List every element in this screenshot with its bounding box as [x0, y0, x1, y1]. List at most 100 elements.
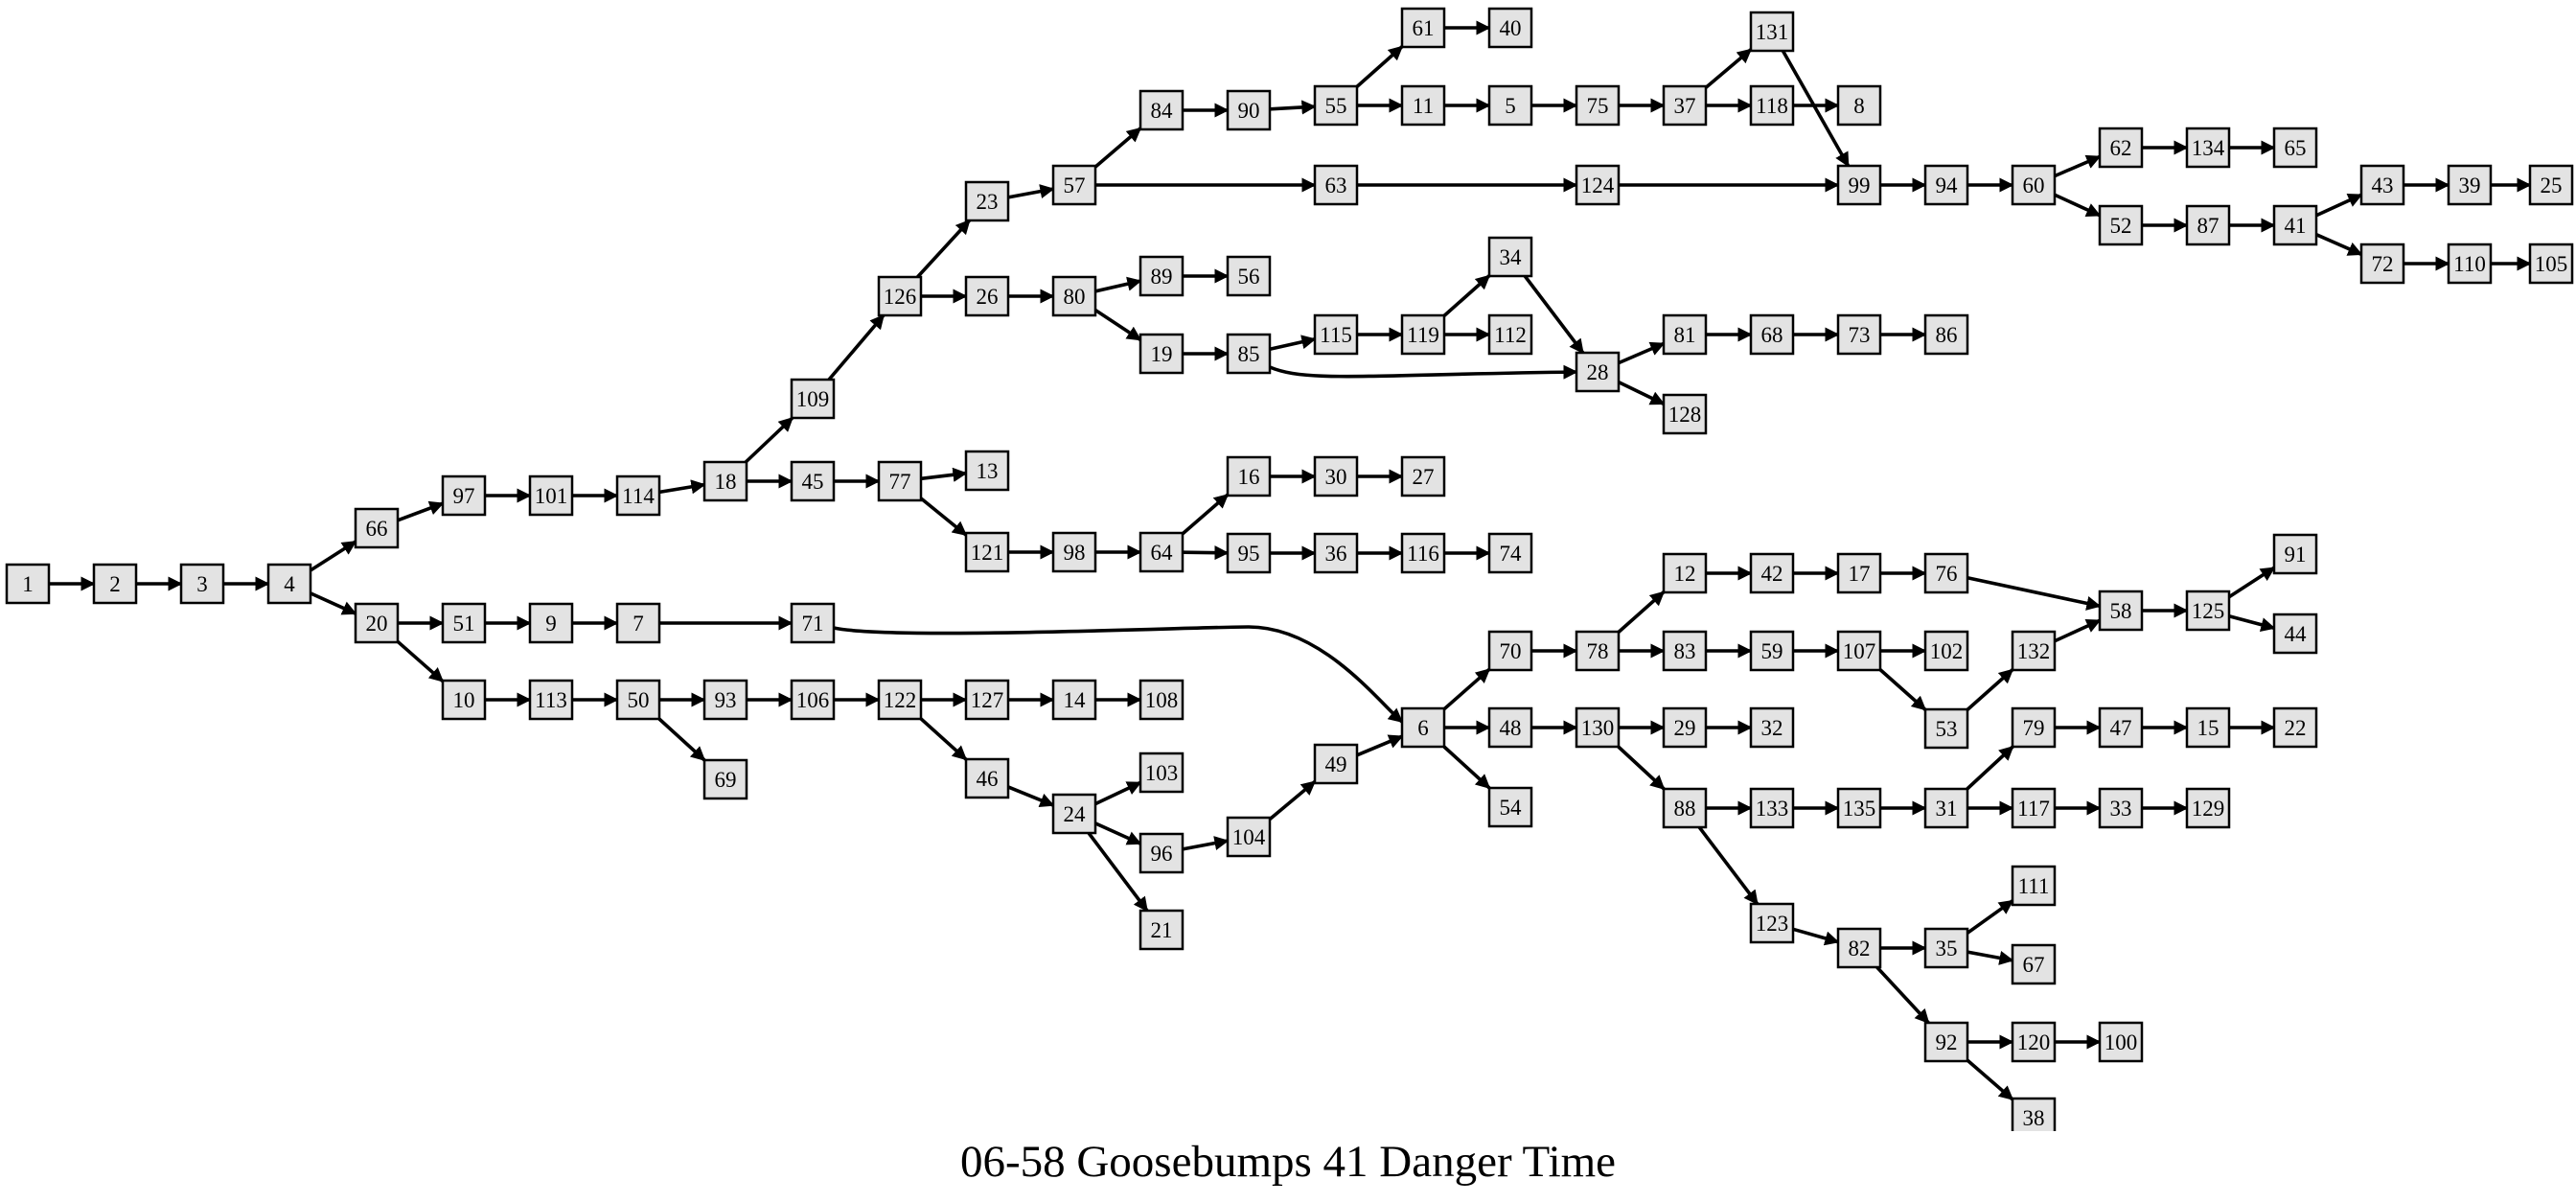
node-label: 33	[2110, 797, 2132, 821]
node-48: 48	[1487, 706, 1533, 749]
edge-41-to-72	[2315, 233, 2363, 256]
node-box	[2011, 865, 2057, 907]
node-74: 74	[1487, 532, 1533, 574]
node-box	[1487, 84, 1533, 127]
node-59: 59	[1749, 630, 1795, 672]
graph-caption: 06-58 Goosebumps 41 Danger Time	[959, 1137, 1617, 1187]
node-label: 20	[366, 612, 388, 636]
node-89: 89	[1138, 255, 1184, 297]
node-box	[5, 563, 51, 605]
node-box	[1923, 630, 1969, 672]
node-16: 16	[1226, 455, 1272, 497]
node-label: 132	[2017, 639, 2051, 663]
node-14: 14	[1051, 679, 1097, 721]
node-label: 59	[1761, 639, 1783, 663]
node-label: 88	[1674, 797, 1696, 821]
node-label: 50	[628, 688, 650, 712]
edge-layer	[49, 20, 2532, 1101]
node-113: 113	[528, 679, 574, 721]
node-label: 18	[715, 470, 737, 494]
node-box	[877, 275, 923, 317]
node-50: 50	[615, 679, 661, 721]
node-135: 135	[1836, 787, 1882, 829]
node-label: 92	[1936, 1030, 1958, 1054]
edge-41-to-43	[2315, 193, 2363, 218]
node-box	[1226, 816, 1272, 858]
node-37: 37	[1662, 84, 1708, 127]
node-label: 82	[1849, 937, 1871, 960]
node-18: 18	[702, 460, 748, 502]
node-10: 10	[441, 679, 487, 721]
node-label: 121	[971, 541, 1004, 565]
node-131: 131	[1749, 11, 1795, 53]
node-box	[2185, 706, 2231, 749]
node-box	[790, 679, 836, 721]
node-label: 54	[1500, 796, 1523, 820]
node-label: 26	[977, 285, 999, 309]
edge-88-to-123	[1697, 825, 1760, 906]
node-box	[1662, 313, 1708, 356]
node-79: 79	[2011, 706, 2057, 749]
node-label: 124	[1581, 174, 1615, 197]
edge-122-to-46	[919, 717, 968, 761]
node-box	[2011, 787, 2057, 829]
node-47: 47	[2098, 706, 2144, 749]
node-label: 46	[977, 767, 999, 791]
node-label: 98	[1064, 541, 1086, 565]
node-75: 75	[1575, 84, 1621, 127]
node-label: 105	[2535, 252, 2568, 276]
node-box	[2447, 243, 2493, 285]
node-box	[2011, 706, 2057, 749]
node-6: 6	[1400, 706, 1446, 749]
node-label: 123	[1756, 912, 1789, 936]
node-65: 65	[2272, 127, 2318, 169]
node-54: 54	[1487, 786, 1533, 828]
edge-24-to-21	[1087, 831, 1149, 913]
node-23: 23	[964, 180, 1010, 222]
node-box	[1138, 531, 1184, 573]
node-box	[528, 679, 574, 721]
node-51: 51	[441, 602, 487, 644]
node-box	[964, 450, 1010, 492]
node-label: 63	[1325, 174, 1347, 197]
edge-53-to-132	[1966, 668, 2014, 711]
node-box	[179, 563, 225, 605]
node-label: 126	[884, 285, 917, 309]
node-123: 123	[1749, 902, 1795, 944]
node-110: 110	[2447, 243, 2493, 285]
node-label: 32	[1761, 716, 1783, 740]
node-81: 81	[1662, 313, 1708, 356]
node-55: 55	[1313, 84, 1359, 127]
node-label: 43	[2372, 174, 2394, 197]
edge-90-to-55	[1269, 100, 1317, 115]
node-label: 16	[1238, 465, 1260, 489]
node-box	[702, 460, 748, 502]
node-label: 41	[2285, 214, 2307, 238]
node-box	[1313, 455, 1359, 497]
node-box	[2185, 127, 2231, 169]
node-label: 96	[1151, 842, 1173, 866]
node-90: 90	[1226, 89, 1272, 131]
node-box	[1749, 552, 1795, 594]
node-box	[2098, 590, 2144, 632]
node-1: 1	[5, 563, 51, 605]
node-128: 128	[1662, 393, 1708, 435]
node-43: 43	[2359, 164, 2405, 206]
node-95: 95	[1226, 532, 1272, 574]
node-label: 122	[884, 688, 917, 712]
node-5: 5	[1487, 84, 1533, 127]
edge-60-to-52	[2054, 193, 2102, 218]
node-58: 58	[2098, 590, 2144, 632]
node-57: 57	[1051, 164, 1097, 206]
node-130: 130	[1575, 706, 1621, 749]
node-117: 117	[2011, 787, 2057, 829]
node-112: 112	[1487, 313, 1533, 356]
node-121: 121	[964, 531, 1010, 573]
node-label: 129	[2192, 797, 2225, 821]
node-label: 127	[971, 688, 1004, 712]
node-13: 13	[964, 450, 1010, 492]
node-box	[1138, 832, 1184, 874]
node-71: 71	[790, 602, 836, 644]
node-box	[1313, 164, 1359, 206]
node-label: 114	[622, 484, 655, 508]
